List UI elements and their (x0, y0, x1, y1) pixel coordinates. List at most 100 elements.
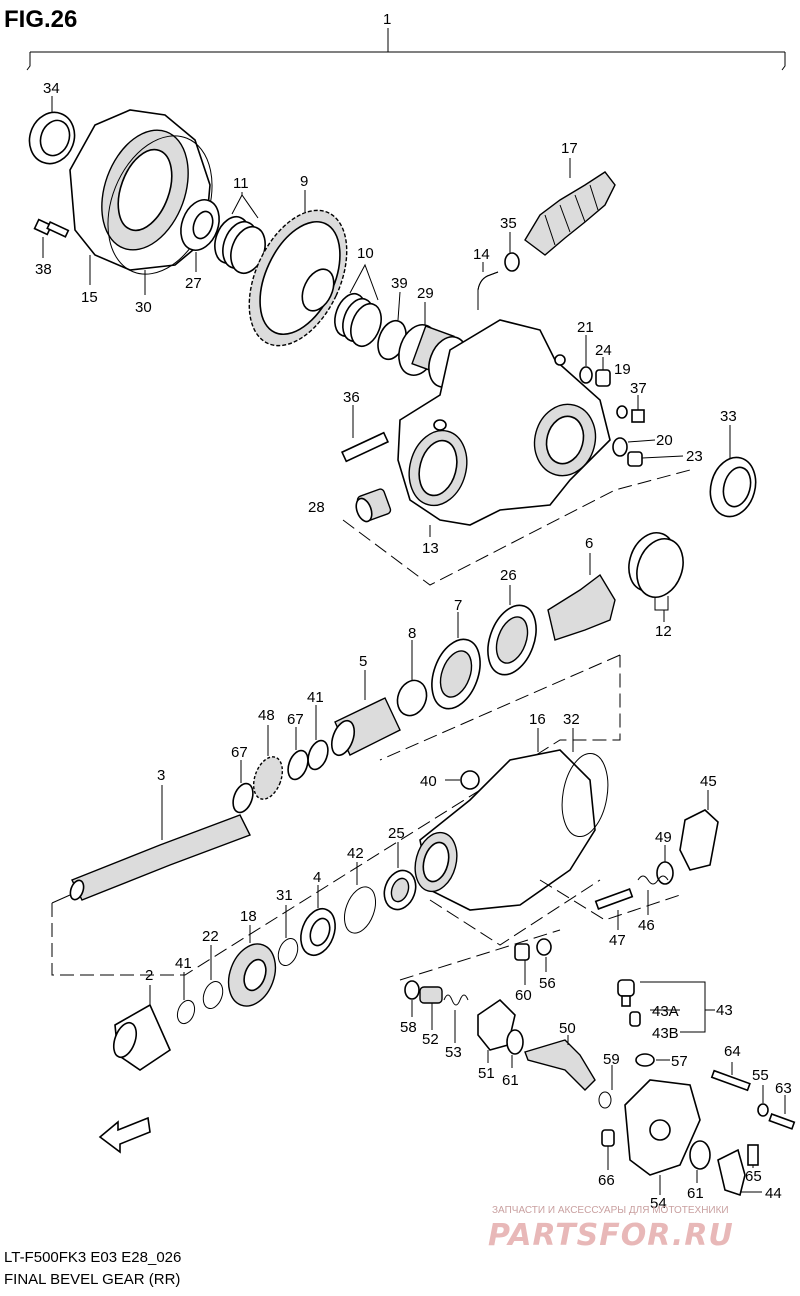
breather-pipe-14[interactable] (477, 262, 499, 310)
bearing-25[interactable] (379, 842, 421, 914)
shifter-51[interactable] (477, 998, 516, 1063)
callout-31: 31 (276, 887, 293, 904)
bearing-26[interactable] (479, 585, 545, 681)
bearing-27[interactable] (174, 194, 226, 272)
cylinder-52[interactable] (419, 986, 443, 1030)
callout-34: 34 (43, 80, 60, 97)
watermark-logo: PARTSFOR.RU (488, 1218, 734, 1253)
bolt-37[interactable] (631, 395, 645, 423)
washer-19[interactable] (616, 405, 628, 419)
washer-67-lower[interactable] (229, 760, 256, 815)
callout-14: 14 (473, 246, 490, 263)
callout-27: 27 (185, 275, 202, 292)
callout-7: 7 (454, 597, 462, 614)
washer-56[interactable] (536, 938, 552, 972)
bolt-65[interactable] (747, 1144, 759, 1168)
pin-47[interactable] (594, 888, 634, 930)
callout-6: 6 (585, 535, 593, 552)
callout-20: 20 (656, 432, 673, 449)
washer-58[interactable] (404, 980, 420, 1017)
shim-set-10[interactable] (329, 263, 386, 350)
o-ring-59[interactable] (598, 1065, 613, 1109)
sleeve-5[interactable] (327, 670, 401, 758)
callout-50: 50 (559, 1020, 576, 1037)
circlip-42[interactable] (339, 862, 382, 937)
callout-66: 66 (598, 1172, 615, 1189)
washer-21[interactable] (579, 335, 593, 384)
assembly-bracket (26, 28, 786, 71)
oil-seal-4[interactable] (295, 885, 341, 960)
spacer-8[interactable] (393, 640, 432, 720)
washer-49[interactable] (656, 845, 674, 885)
callout-18: 18 (240, 908, 257, 925)
shim-set-11[interactable] (209, 192, 271, 278)
callout-5: 5 (359, 653, 367, 670)
cover-18[interactable] (220, 925, 283, 1013)
callout-23: 23 (686, 448, 703, 465)
pin-66[interactable] (601, 1129, 615, 1170)
oil-seal-33[interactable] (704, 425, 762, 522)
plug-60[interactable] (514, 943, 530, 985)
gear-48[interactable] (248, 725, 287, 803)
final-gear-case-13[interactable] (397, 319, 611, 526)
washer-67-upper[interactable] (284, 727, 311, 782)
callout-55: 55 (752, 1067, 769, 1084)
callout-48: 48 (258, 707, 275, 724)
circlip-41[interactable] (304, 705, 331, 772)
washer-20[interactable] (612, 437, 656, 457)
shaft-50[interactable] (524, 1035, 596, 1091)
bolt-64[interactable] (710, 1062, 751, 1092)
callout-37: 37 (630, 380, 647, 397)
callout-24: 24 (595, 342, 612, 359)
boot-17[interactable] (524, 158, 616, 256)
bearing-case-15[interactable] (69, 109, 211, 285)
boot-2[interactable] (109, 985, 172, 1071)
figure-caption: FINAL BEVEL GEAR (RR) (4, 1271, 180, 1288)
washer-57[interactable] (635, 1053, 670, 1067)
callout-28: 28 (308, 499, 325, 516)
clamp-35[interactable] (504, 232, 520, 272)
bolt-63[interactable] (768, 1095, 796, 1130)
stud-36[interactable] (340, 405, 390, 463)
drive-shaft-3[interactable] (68, 785, 251, 901)
gasket-32[interactable] (556, 728, 614, 840)
callout-19: 19 (614, 361, 631, 378)
spring-46[interactable] (637, 875, 669, 915)
callout-58: 58 (400, 1019, 417, 1036)
callout-39: 39 (391, 275, 408, 292)
ring-gear-9[interactable] (230, 190, 367, 361)
plug-43[interactable] (617, 979, 715, 1033)
pinion-gear-6[interactable] (547, 553, 616, 641)
callout-25: 25 (388, 825, 405, 842)
fwd-arrow-icon (98, 1116, 151, 1154)
oil-seal-34[interactable] (22, 96, 81, 170)
callout-13: 13 (422, 540, 439, 557)
callout-15: 15 (81, 289, 98, 306)
bracket-44[interactable] (717, 1148, 762, 1197)
figure-title: FIG.26 (4, 6, 77, 33)
lever-45[interactable] (679, 790, 719, 871)
cover-54[interactable] (624, 1079, 701, 1195)
callout-40: 40 (420, 773, 437, 790)
callout-52: 52 (422, 1031, 439, 1048)
washer-55[interactable] (757, 1085, 769, 1117)
spring-53[interactable] (443, 994, 469, 1043)
shim-set-12[interactable] (621, 526, 691, 622)
bearing-61-lower[interactable] (689, 1140, 711, 1183)
nut-40[interactable] (445, 770, 480, 790)
washer-22[interactable] (200, 945, 226, 1011)
bearing-61-upper[interactable] (506, 1029, 524, 1068)
housing-16[interactable] (409, 728, 601, 946)
callout-10: 10 (357, 245, 374, 262)
callout-41: 41 (307, 689, 324, 706)
bearing-7[interactable] (423, 612, 489, 715)
bolt-38[interactable] (33, 218, 70, 258)
callout-3: 3 (157, 767, 165, 784)
cap-24[interactable] (595, 357, 611, 387)
plug-23[interactable] (627, 451, 684, 467)
needle-bearing-28[interactable] (353, 488, 392, 524)
o-ring-31[interactable] (275, 905, 301, 968)
circlip-41-lower[interactable] (174, 972, 197, 1026)
callout-8: 8 (408, 625, 416, 642)
